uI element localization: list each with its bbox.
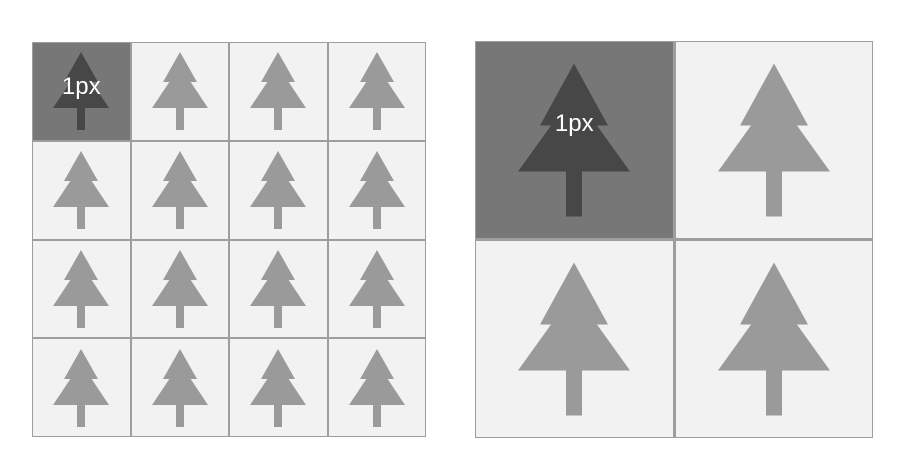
pixel-cell xyxy=(131,339,228,436)
pixel-cell xyxy=(131,43,228,140)
pixel-cell-highlighted: 1px xyxy=(33,43,130,140)
pixel-cell xyxy=(328,43,425,140)
pine-tree-icon xyxy=(250,151,307,230)
pine-tree-icon xyxy=(348,151,405,230)
pixel-cell xyxy=(230,141,327,239)
right-pixel-grid: 1px xyxy=(475,41,873,438)
pixel-cell xyxy=(33,141,130,239)
pine-tree-icon xyxy=(151,348,208,427)
pixel-cell xyxy=(230,240,327,338)
pine-tree-icon xyxy=(151,249,208,328)
left-pixel-grid: 1px xyxy=(32,42,426,437)
pine-tree-icon xyxy=(151,52,208,131)
pine-tree-icon xyxy=(348,52,405,131)
pixel-cell xyxy=(675,42,872,238)
pine-tree-icon xyxy=(53,348,110,427)
pixel-cell xyxy=(131,240,228,338)
pixel-cell xyxy=(675,241,872,437)
pine-tree-icon xyxy=(250,249,307,328)
pine-tree-icon xyxy=(250,348,307,427)
pine-tree-icon xyxy=(717,63,830,217)
pine-tree-icon xyxy=(53,151,110,230)
pine-tree-icon xyxy=(151,151,208,230)
pine-tree-icon xyxy=(348,348,405,427)
pixel-size-label: 1px xyxy=(61,73,101,101)
pine-tree-icon xyxy=(53,249,110,328)
pine-tree-icon xyxy=(518,63,631,217)
pixel-cell xyxy=(328,339,425,436)
pixel-cell xyxy=(230,43,327,140)
pixel-cell xyxy=(476,241,673,437)
pixel-cell xyxy=(33,240,130,338)
pixel-cell xyxy=(33,339,130,436)
pixel-cell-highlighted: 1px xyxy=(476,42,673,238)
pine-tree-icon xyxy=(518,262,631,416)
pixel-size-label: 1px xyxy=(554,110,594,137)
pine-tree-icon xyxy=(53,52,110,131)
pixel-cell xyxy=(131,141,228,239)
pine-tree-icon xyxy=(250,52,307,131)
pine-tree-icon xyxy=(717,262,830,416)
pixel-cell xyxy=(328,240,425,338)
pixel-cell xyxy=(230,339,327,436)
pixel-cell xyxy=(328,141,425,239)
pine-tree-icon xyxy=(348,249,405,328)
